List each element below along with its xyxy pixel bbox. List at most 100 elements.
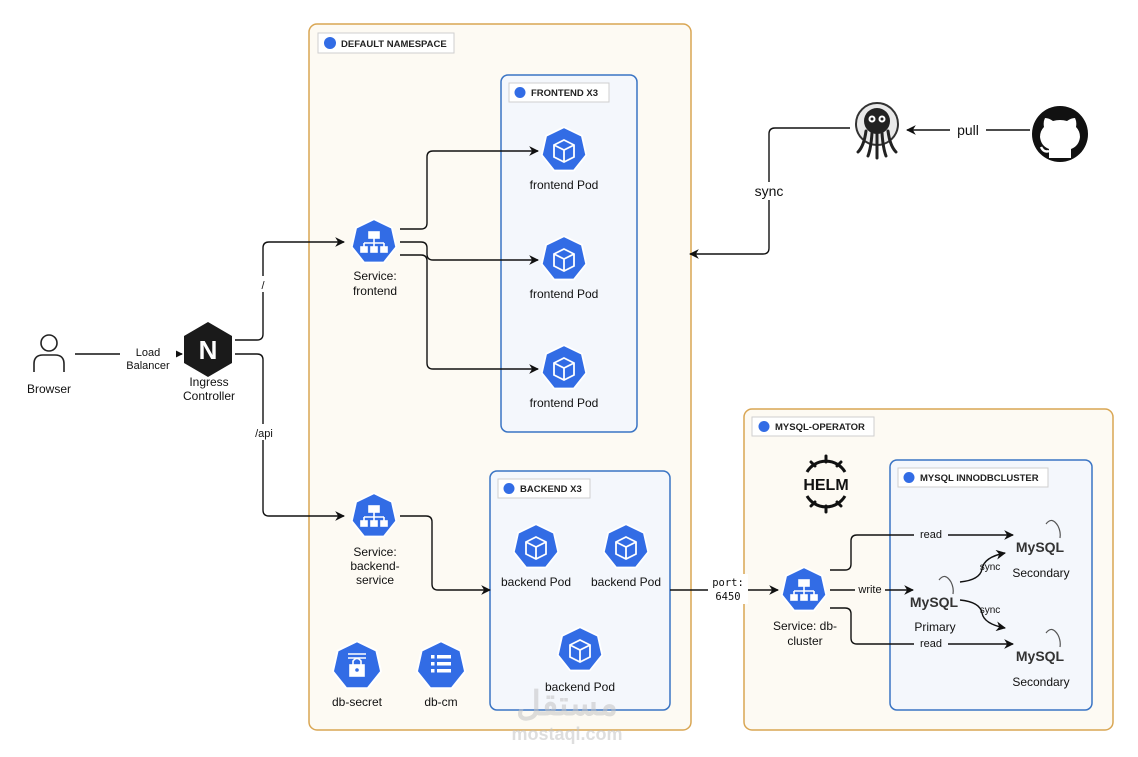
edge-sync-bottom xyxy=(959,599,1006,632)
nginx-letter: N xyxy=(199,335,218,365)
browser-label: Browser xyxy=(27,382,71,396)
namespace-icon xyxy=(758,421,770,432)
backend-pod-label: backend Pod xyxy=(501,575,571,589)
service-db-node: Service: db- cluster xyxy=(773,566,837,648)
backend-pod-label: backend Pod xyxy=(545,680,615,694)
mysql-secondary-top-role: Secondary xyxy=(1012,566,1069,580)
ingress-label-2: Controller xyxy=(183,389,235,403)
service-frontend-label-1: Service: xyxy=(353,269,396,283)
backend-group-header: BACKEND X3 xyxy=(497,478,591,499)
db-cm-label: db-cm xyxy=(424,695,457,709)
load-balancer-label-1: Load xyxy=(136,347,160,359)
service-glyph xyxy=(790,579,818,601)
service-glyph xyxy=(360,505,388,527)
read-bottom-label: read xyxy=(920,638,942,650)
frontend-pod-label: frontend Pod xyxy=(530,178,599,192)
backend-pod-label: backend Pod xyxy=(591,575,661,589)
dolphin-icon xyxy=(1045,519,1061,539)
dolphin-icon xyxy=(1045,628,1061,648)
edge-sync-top xyxy=(959,549,1006,583)
watermark-brand: مستقل xyxy=(516,685,618,723)
innodb-cluster-title: MYSQL INNODBCLUSTER xyxy=(920,473,1039,484)
default-namespace-header: DEFAULT NAMESPACE xyxy=(317,32,455,54)
mysql-operator-header: MYSQL-OPERATOR xyxy=(751,416,875,437)
service-backend-label-1: Service: xyxy=(353,545,396,559)
frontend-pod-1: frontend Pod xyxy=(530,126,599,192)
sync-label: sync xyxy=(755,183,784,199)
deployment-icon xyxy=(503,483,515,494)
watermark-domain: mostaql.com xyxy=(511,724,622,744)
mysql-operator-title: MYSQL-OPERATOR xyxy=(775,422,865,433)
backend-pod-1: backend Pod xyxy=(501,523,571,589)
nginx-icon xyxy=(184,322,232,377)
sync-bottom-label: sync xyxy=(980,605,1001,616)
browser-node: Browser xyxy=(27,334,71,396)
backend-pod-2: backend Pod xyxy=(591,523,661,589)
backend-group-title: BACKEND X3 xyxy=(520,484,582,495)
mysql-primary: MySQL Primary xyxy=(910,575,959,634)
helm-node: HELM xyxy=(803,454,849,514)
innodb-cluster-header: MYSQL INNODBCLUSTER xyxy=(897,467,1049,488)
read-top-label: read xyxy=(920,529,942,541)
edge-db-read-bottom xyxy=(830,607,1014,649)
load-balancer-label-2: Balancer xyxy=(126,360,170,372)
service-backend-label-3: service xyxy=(356,573,394,587)
mysql-logo-text: MySQL xyxy=(1016,539,1065,555)
write-label: write xyxy=(857,584,881,596)
mysql-primary-role: Primary xyxy=(914,620,955,634)
frontend-pod-label: frontend Pod xyxy=(530,396,599,410)
argocd-node xyxy=(855,102,899,160)
frontend-pod-2: frontend Pod xyxy=(530,235,599,301)
watermark: مستقل mostaql.com xyxy=(511,685,622,744)
port-label-1: port: xyxy=(712,577,744,589)
db-cm-node: db-cm xyxy=(415,640,467,709)
mysql-secondary-bottom: MySQL Secondary xyxy=(1012,628,1070,689)
helm-label: HELM xyxy=(803,477,848,494)
service-backend-node: Service: backend- service xyxy=(350,492,400,587)
service-glyph xyxy=(360,231,388,253)
dolphin-icon xyxy=(938,575,954,595)
github-icon xyxy=(1032,106,1088,162)
frontend-group-header: FRONTEND X3 xyxy=(508,82,610,103)
edge-service-frontend-pod3 xyxy=(400,254,539,374)
service-frontend-label-2: frontend xyxy=(353,284,397,298)
cube-glyph xyxy=(569,638,591,664)
namespace-icon xyxy=(324,37,336,49)
ingress-node: N Ingress Controller xyxy=(183,322,235,403)
mysql-secondary-bottom-role: Secondary xyxy=(1012,675,1069,689)
frontend-pod-label: frontend Pod xyxy=(530,287,599,301)
edge-labels: Load Balancer / /api sync pull port: 645… xyxy=(120,121,1000,651)
innodb-cluster-box xyxy=(889,459,1093,711)
service-db-label-1: Service: db- xyxy=(773,619,837,633)
deployment-icon xyxy=(514,87,526,98)
service-db-label-2: cluster xyxy=(787,634,822,648)
db-secret-node: db-secret xyxy=(331,640,383,709)
cube-glyph xyxy=(553,138,575,164)
github-node xyxy=(1032,106,1088,162)
default-namespace-title: DEFAULT NAMESPACE xyxy=(341,39,447,50)
pull-label: pull xyxy=(957,122,979,138)
cube-glyph xyxy=(553,247,575,273)
helm-wheel-icon xyxy=(805,454,847,514)
backend-group-box xyxy=(489,470,671,711)
argocd-octopus-icon xyxy=(855,102,899,160)
edge-service-frontend-pod1 xyxy=(400,146,539,230)
db-secret-label: db-secret xyxy=(332,695,383,709)
service-backend-label-2: backend- xyxy=(350,559,399,573)
api-path-label: /api xyxy=(255,428,273,440)
edge-service-frontend-pod2 xyxy=(400,241,539,265)
frontend-pod-3: frontend Pod xyxy=(530,344,599,410)
edge-service-backend-group xyxy=(400,515,491,595)
user-icon xyxy=(33,334,65,372)
cube-glyph xyxy=(615,535,637,561)
ingress-label-1: Ingress xyxy=(189,375,228,389)
sync-top-label: sync xyxy=(980,562,1001,573)
mysql-logo-text: MySQL xyxy=(1016,648,1065,664)
root-path-label: / xyxy=(261,280,265,292)
cube-glyph xyxy=(553,356,575,382)
backend-pod-3: backend Pod xyxy=(545,626,615,694)
mysql-logo-text: MySQL xyxy=(910,594,959,610)
cluster-icon xyxy=(903,472,915,483)
cube-glyph xyxy=(525,535,547,561)
